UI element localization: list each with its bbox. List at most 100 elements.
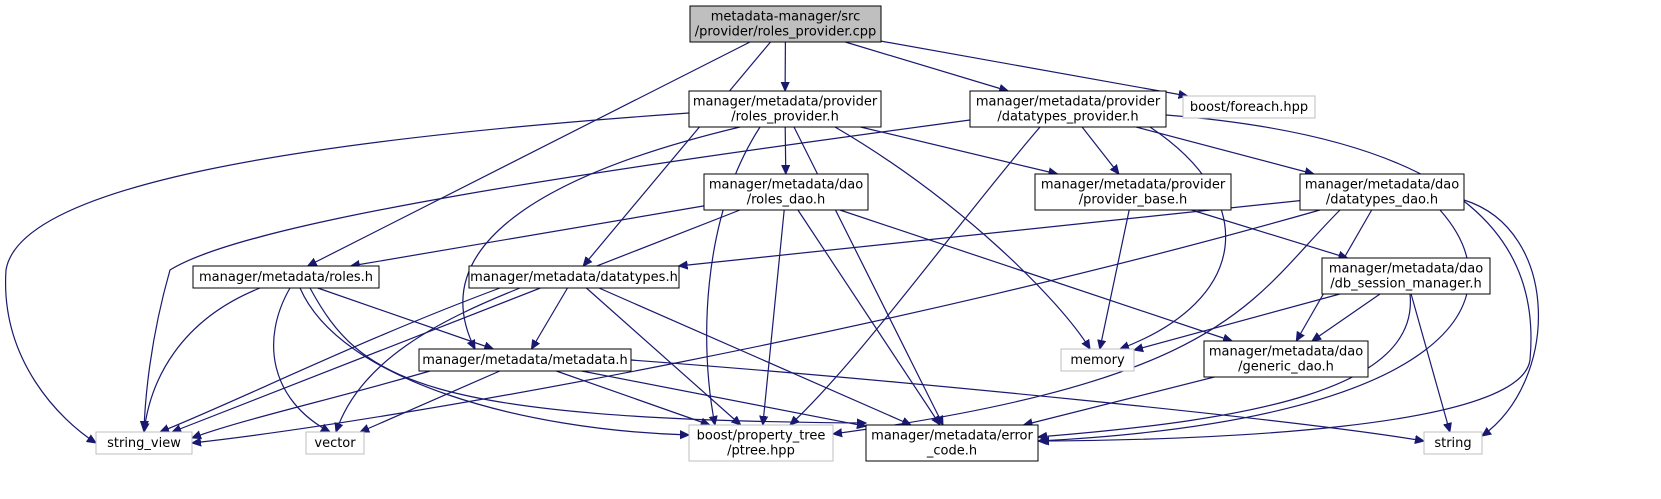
node-box — [418, 348, 632, 372]
node-label: boost/foreach.hpp — [1190, 100, 1308, 115]
edge-roles_provider_h-to-ptree_hpp — [706, 126, 761, 425]
node-box — [1423, 431, 1483, 455]
edges-layer — [5, 40, 1540, 443]
node-string_view: string_view — [95, 431, 193, 455]
edge-provider_base_h-to-memory — [1100, 209, 1130, 349]
node-label: /datatypes_dao.h — [1326, 193, 1438, 208]
node-boost_foreach: boost/foreach.hpp — [1182, 95, 1316, 119]
edge-root-to-roles_h — [308, 41, 751, 266]
node-label: /roles_dao.h — [747, 193, 826, 208]
edge-roles_dao_h-to-generic_dao_h — [839, 209, 1232, 341]
node-label: manager/metadata/provider — [693, 95, 878, 110]
edge-roles_provider_h-to-provider_base_h — [860, 126, 1058, 174]
edge-datatypes_h-to-string_view — [160, 287, 501, 432]
nodes-layer: metadata-manager/src/provider/roles_prov… — [95, 5, 1491, 462]
node-label: manager/metadata/roles.h — [199, 270, 373, 285]
node-root[interactable]: metadata-manager/src/provider/roles_prov… — [689, 5, 882, 43]
node-roles_provider_h[interactable]: manager/metadata/provider/roles_provider… — [688, 90, 882, 128]
edge-roles_dao_h-to-roles_h — [351, 205, 705, 266]
node-db_session_manager_h[interactable]: manager/metadata/dao/db_session_manager.… — [1321, 257, 1491, 295]
node-vector: vector — [305, 431, 365, 455]
edge-roles_provider_h-to-metadata_h — [462, 126, 741, 349]
node-box — [1060, 348, 1135, 372]
edge-roles_provider_h-to-string_view — [5, 112, 690, 443]
edge-datatypes_dao_h-to-ptree_hpp — [833, 209, 1341, 434]
edge-db_session_manager_h-to-generic_dao_h — [1312, 293, 1381, 341]
edge-metadata_h-to-string_view — [192, 370, 431, 438]
node-box — [689, 5, 882, 43]
node-datatypes_dao_h[interactable]: manager/metadata/dao/datatypes_dao.h — [1299, 173, 1465, 211]
node-label: _code.h — [926, 444, 977, 459]
edge-generic_dao_h-to-error_code_h — [1024, 376, 1215, 425]
edge-db_session_manager_h-to-string — [1410, 293, 1450, 432]
node-roles_h[interactable]: manager/metadata/roles.h — [192, 265, 380, 289]
edge-provider_base_h-to-db_session_manager_h — [1191, 209, 1348, 258]
edge-root-to-boost_foreach — [880, 40, 1188, 96]
node-datatypes_h[interactable]: manager/metadata/datatypes.h — [468, 265, 680, 289]
node-label: manager/metadata/error — [871, 429, 1033, 444]
node-label: /db_session_manager.h — [1330, 277, 1482, 292]
edge-metadata_h-to-vector — [360, 370, 501, 432]
edge-roles_provider_h-to-memory — [834, 126, 1090, 349]
node-label: vector — [314, 436, 356, 451]
edge-roles_h-to-vector — [273, 287, 330, 432]
node-label: /provider/roles_provider.cpp — [695, 25, 877, 40]
node-box — [1321, 257, 1491, 295]
node-box — [969, 90, 1167, 128]
node-provider_base_h[interactable]: manager/metadata/provider/provider_base.… — [1034, 173, 1232, 211]
edge-roles_provider_h-to-error_code_h — [793, 126, 943, 425]
edge-db_session_manager_h-to-error_code_h — [1038, 293, 1411, 437]
edge-datatypes_provider_h-to-ptree_hpp — [790, 126, 1041, 425]
node-label: manager/metadata/dao — [1329, 262, 1483, 277]
node-box — [703, 173, 869, 211]
edge-roles_h-to-metadata_h — [317, 287, 494, 349]
node-label: manager/metadata/provider — [976, 95, 1161, 110]
edge-datatypes_dao_h-to-string_view — [192, 209, 1321, 443]
node-box — [468, 265, 680, 289]
edge-roles_h-to-string_view — [144, 287, 261, 432]
node-box — [1203, 340, 1369, 378]
edge-roles_dao_h-to-error_code_h — [797, 209, 940, 425]
edge-roles_provider_h-to-roles_dao_h — [785, 126, 786, 174]
node-label: /ptree.hpp — [727, 444, 795, 459]
node-error_code_h[interactable]: manager/metadata/error_code.h — [865, 424, 1039, 462]
node-string: string — [1423, 431, 1483, 455]
edge-datatypes_dao_h-to-string — [1463, 199, 1540, 436]
node-box — [865, 424, 1039, 462]
node-box — [305, 431, 365, 455]
node-label: boost/property_tree — [697, 429, 826, 444]
node-box — [688, 90, 882, 128]
edge-datatypes_provider_h-to-provider_base_h — [1081, 126, 1119, 174]
node-label: metadata-manager/src — [711, 10, 861, 25]
node-label: string — [1434, 436, 1471, 451]
node-ptree_hpp: boost/property_tree/ptree.hpp — [688, 424, 834, 462]
edge-metadata_h-to-string — [630, 359, 1424, 441]
node-generic_dao_h[interactable]: manager/metadata/dao/generic_dao.h — [1203, 340, 1369, 378]
edge-datatypes_h-to-error_code_h — [598, 287, 911, 426]
node-datatypes_provider_h[interactable]: manager/metadata/provider/datatypes_prov… — [969, 90, 1167, 128]
node-box — [95, 431, 193, 455]
edge-datatypes_provider_h-to-memory — [1120, 126, 1227, 349]
node-roles_dao_h[interactable]: manager/metadata/dao/roles_dao.h — [703, 173, 869, 211]
edge-metadata_h-to-error_code_h — [581, 370, 866, 426]
node-box — [688, 424, 834, 462]
node-label: manager/metadata/provider — [1041, 178, 1226, 193]
node-label: /provider_base.h — [1079, 193, 1187, 208]
node-box — [192, 265, 380, 289]
node-box — [1034, 173, 1232, 211]
node-label: /datatypes_provider.h — [997, 110, 1138, 125]
edge-datatypes_provider_h-to-datatypes_dao_h — [1135, 126, 1314, 174]
edge-root-to-datatypes_provider_h — [845, 41, 1008, 91]
edge-datatypes_dao_h-to-error_code_h — [1038, 209, 1470, 441]
node-metadata_h[interactable]: manager/metadata/metadata.h — [418, 348, 632, 372]
edge-roles_dao_h-to-string_view — [172, 209, 741, 432]
node-label: string_view — [107, 436, 181, 451]
edge-datatypes_h-to-ptree_hpp — [586, 287, 740, 425]
node-label: manager/metadata/datatypes.h — [470, 270, 678, 285]
edge-roles_dao_h-to-ptree_hpp — [763, 209, 785, 425]
node-label: manager/metadata/metadata.h — [422, 353, 628, 368]
node-label: /generic_dao.h — [1238, 360, 1334, 375]
node-box — [1299, 173, 1465, 211]
node-label: memory — [1070, 353, 1125, 368]
